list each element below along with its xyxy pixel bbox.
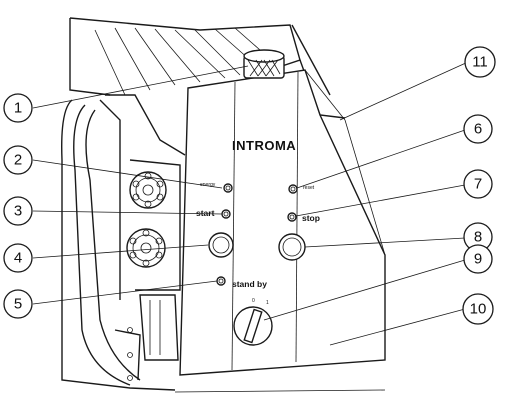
callout-2: 2 [3,145,33,175]
callout-7: 7 [463,169,493,199]
energy-label: energy [200,182,216,188]
callout-4: 4 [3,243,33,273]
start-lamp [221,209,231,219]
start-button[interactable] [208,232,234,258]
svg-text:5: 5 [14,296,22,313]
svg-text:8: 8 [474,229,482,246]
switch-position-0: 0 [252,298,255,304]
callout-1: 1 [3,93,33,123]
svg-text:11: 11 [472,54,488,71]
svg-text:4: 4 [14,250,22,267]
standby-lamp [216,276,226,286]
svg-text:10: 10 [470,301,487,318]
start-label: start [196,208,215,218]
reset-label: reset [303,185,315,191]
callout-10: 10 [462,293,494,325]
left-housing [61,94,186,391]
callout-11: 11 [464,46,496,78]
lower-gear-wheel [126,228,166,268]
stop-lamp [287,212,297,222]
callout-8: 8 [463,222,493,252]
stop-label: stop [302,213,320,223]
callout-5: 5 [3,289,33,319]
svg-text:9: 9 [474,251,482,268]
upper-gear-wheel [129,171,167,209]
svg-text:3: 3 [14,203,22,220]
callout-9: 9 [463,244,493,274]
standby-rotary-switch[interactable] [233,306,273,346]
callout-6: 6 [463,114,493,144]
leader-lines [32,61,469,346]
svg-text:7: 7 [474,176,482,193]
control-panel: INTROMA [179,69,386,376]
svg-text:1: 1 [14,100,22,117]
brand-label: INTROMA [232,138,296,153]
energy-lamp [223,183,233,193]
svg-text:6: 6 [474,121,482,138]
callout-3: 3 [3,196,33,226]
stop-button[interactable] [278,233,306,261]
reset-lamp [288,184,298,194]
svg-text:2: 2 [14,152,22,169]
switch-position-1: 1 [266,300,269,306]
floor-line [174,389,386,393]
standby-label: stand by [232,279,267,289]
top-adjustment-knob [243,49,285,79]
